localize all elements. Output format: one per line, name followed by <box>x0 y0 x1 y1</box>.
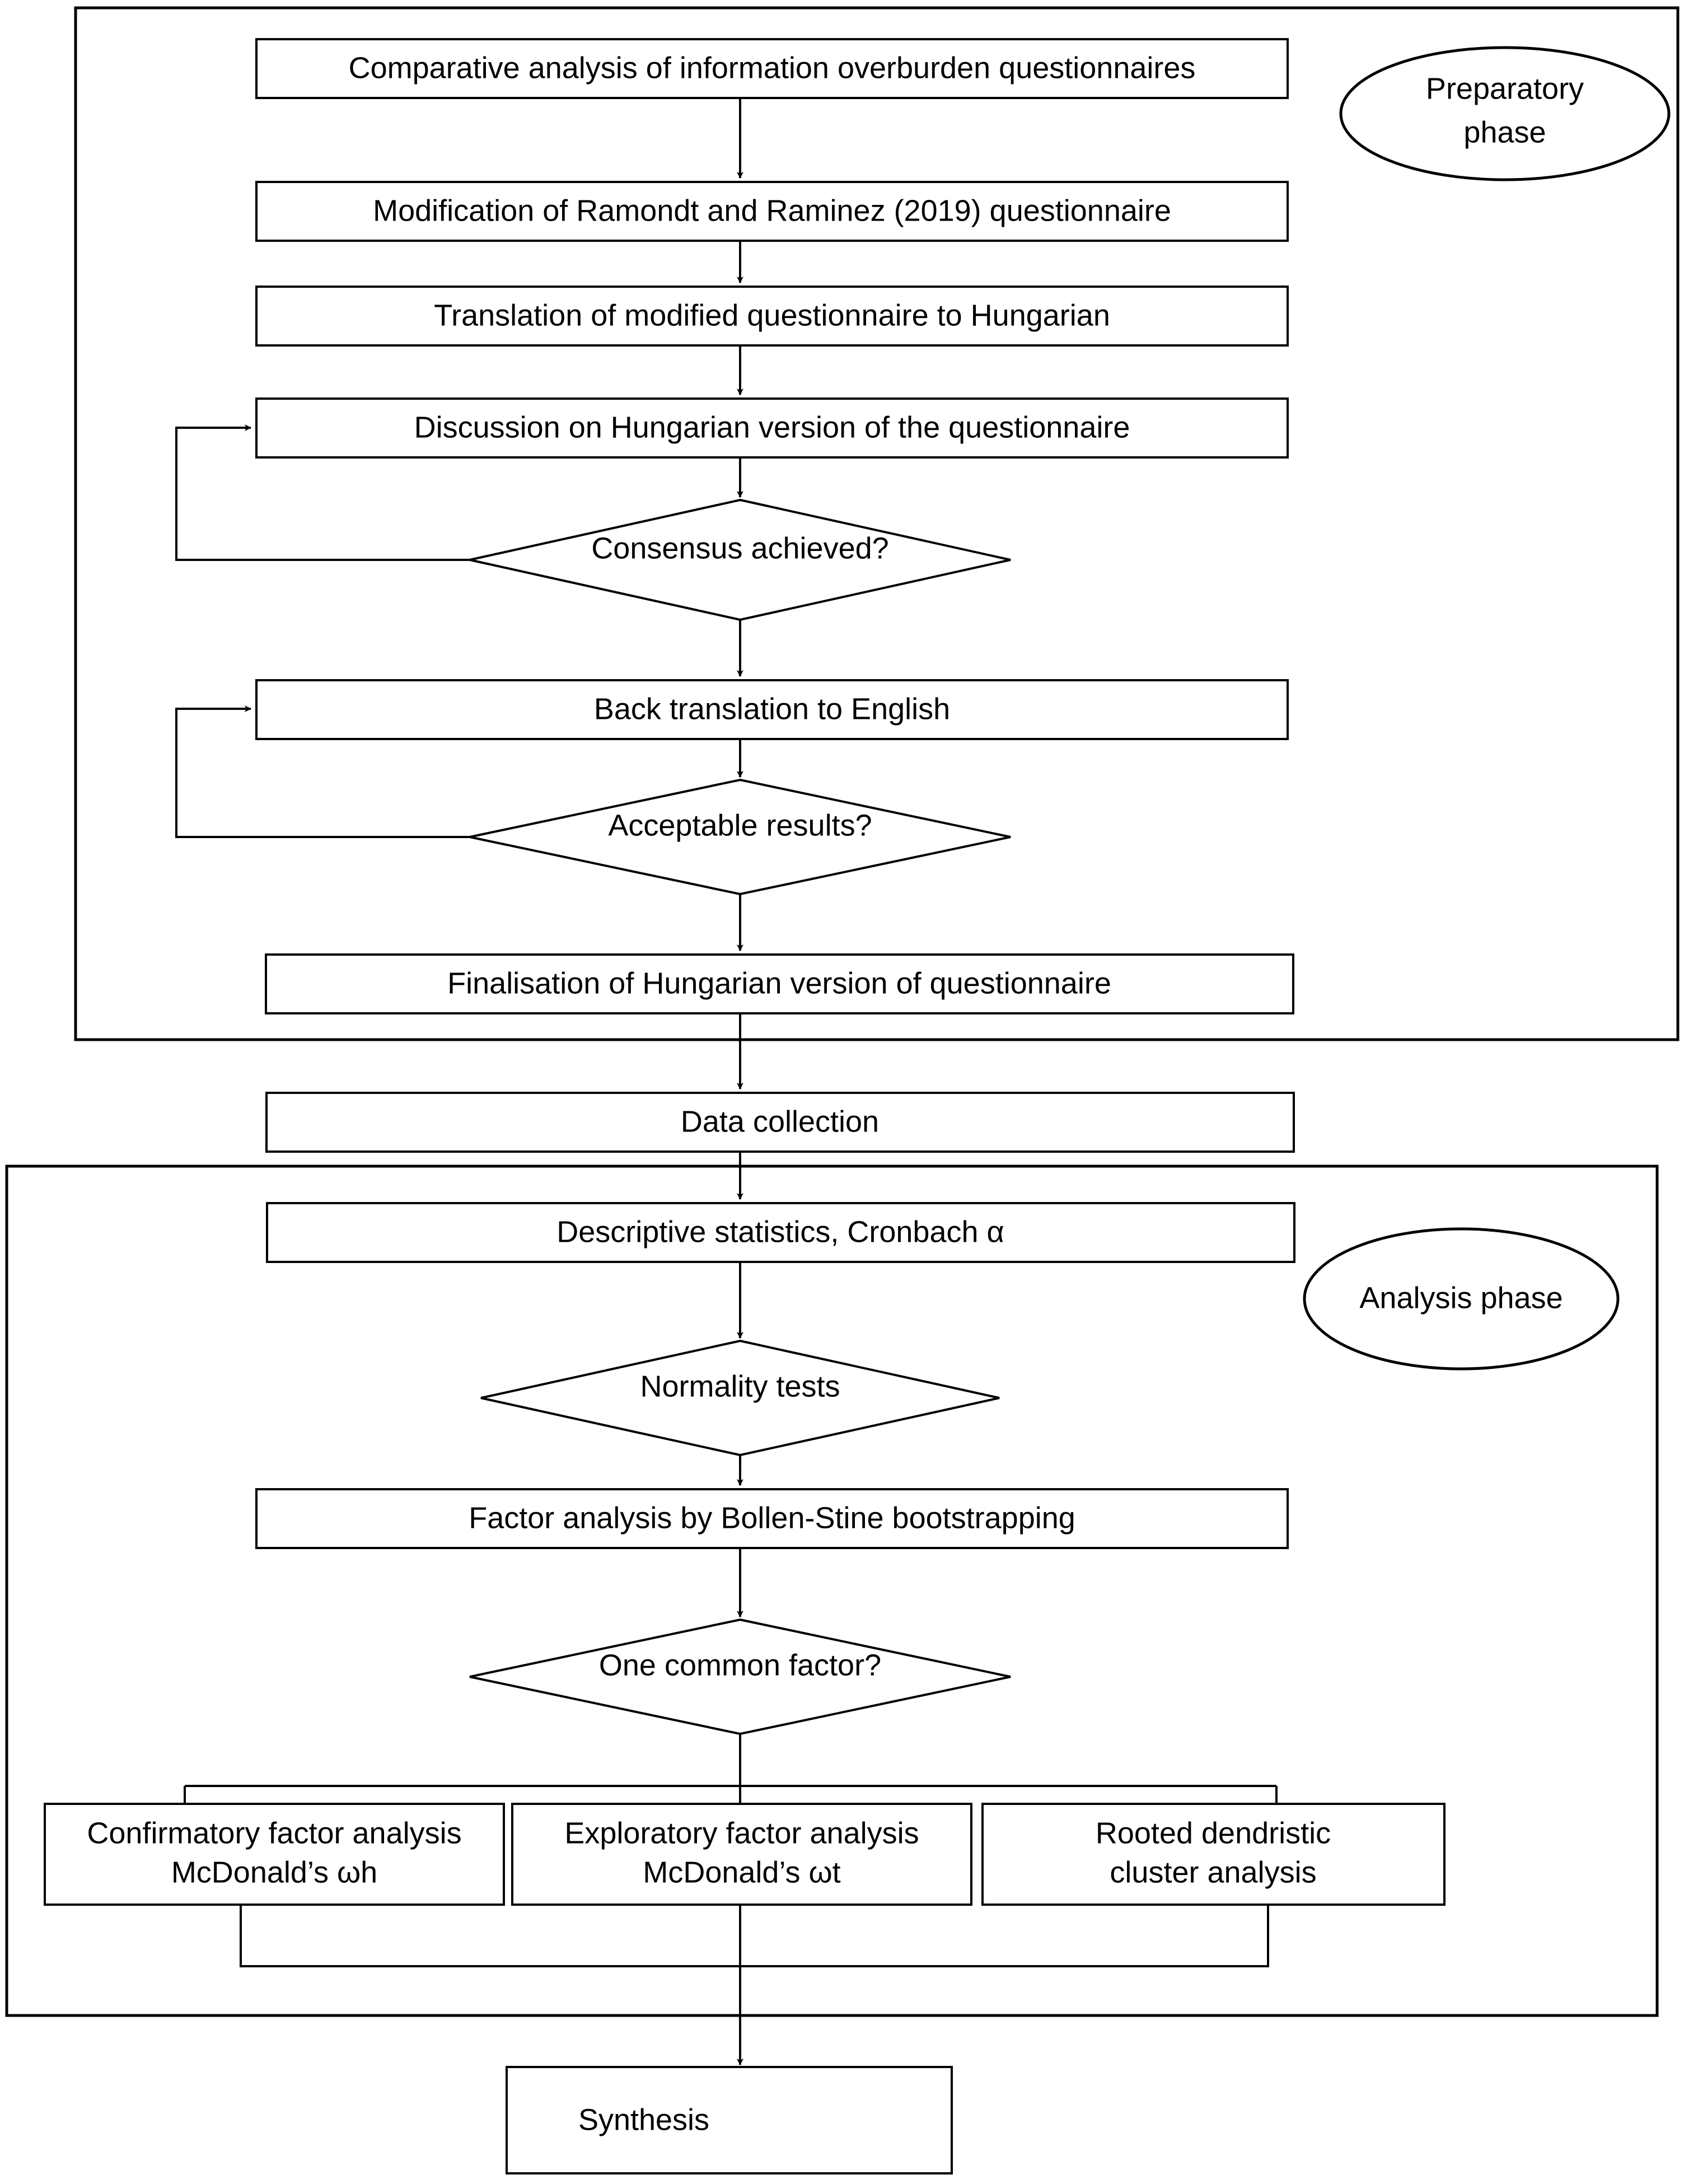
node-data-collection-label: Data collection <box>681 1105 879 1138</box>
node-discussion[interactable]: Discussion on Hungarian version of the q… <box>255 397 1289 459</box>
node-back-translation[interactable]: Back translation to English <box>255 679 1289 740</box>
node-one-common-factor-decision[interactable]: One common factor? <box>469 1618 1011 1736</box>
preparatory-phase-ellipse <box>1339 46 1671 181</box>
node-normality-decision[interactable]: Normality tests <box>480 1339 1000 1457</box>
node-exploratory-factor-analysis-label-line1: Exploratory factor analysis <box>564 1816 919 1850</box>
preparatory-phase-frame <box>74 6 1680 1041</box>
edge-merge-right <box>739 1905 1269 1967</box>
node-consensus-label: Consensus achieved? <box>591 531 888 565</box>
node-back-translation-label: Back translation to English <box>594 692 950 726</box>
node-translation-label: Translation of modified questionnaire to… <box>434 298 1110 332</box>
edge-acceptable-loopback-to-back-translation <box>175 705 470 838</box>
node-confirmatory-factor-analysis[interactable]: Confirmatory factor analysis McDonald’s … <box>44 1803 505 1906</box>
node-modification-box[interactable] <box>255 181 1289 242</box>
edge-consensus-loopback-to-discussion <box>175 424 470 561</box>
node-one-common-factor-label: One common factor? <box>599 1648 881 1682</box>
node-acceptable-decision[interactable]: Acceptable results? <box>469 778 1011 896</box>
node-descriptive-statistics[interactable]: Descriptive statistics, Cronbach α <box>266 1202 1295 1263</box>
preparatory-phase-label-line2: phase <box>1463 115 1546 149</box>
node-cluster-analysis-label-line2: cluster analysis <box>1110 1855 1316 1889</box>
node-exploratory-factor-analysis[interactable]: Exploratory factor analysis McDonald’s ω… <box>511 1803 972 1906</box>
node-acceptable-label: Acceptable results? <box>608 808 872 842</box>
node-data-collection[interactable]: Data collection <box>265 1092 1295 1153</box>
node-comparative-analysis[interactable]: Comparative analysis of information over… <box>255 38 1289 99</box>
node-factor-analysis[interactable]: Factor analysis by Bollen-Stine bootstra… <box>255 1488 1289 1549</box>
node-cluster-analysis-label-line1: Rooted dendristic <box>1096 1816 1331 1850</box>
node-translation[interactable]: Translation of modified questionnaire to… <box>255 286 1289 347</box>
preparatory-phase-label-line1: Preparatory <box>1426 72 1584 105</box>
node-modification-label: Modification of Ramondt and Raminez (201… <box>373 194 1171 227</box>
node-descriptive-statistics-label: Descriptive statistics, Cronbach α <box>556 1215 1004 1248</box>
node-confirmatory-factor-analysis-box[interactable] <box>44 1803 505 1906</box>
node-cluster-analysis-box[interactable] <box>981 1803 1446 1906</box>
node-discussion-label: Discussion on Hungarian version of the q… <box>414 410 1130 444</box>
node-consensus-decision[interactable]: Consensus achieved? <box>469 498 1011 621</box>
node-synthesis-label: Synthesis <box>578 2103 709 2136</box>
node-confirmatory-factor-analysis-label-line2: McDonald’s ωh <box>171 1855 377 1889</box>
node-exploratory-factor-analysis-box[interactable] <box>511 1803 972 1906</box>
node-factor-analysis-label: Factor analysis by Bollen-Stine bootstra… <box>469 1501 1075 1535</box>
node-factor-analysis-box[interactable] <box>255 1488 1289 1549</box>
node-data-collection-box[interactable] <box>265 1092 1295 1153</box>
node-translation-box[interactable] <box>255 286 1289 347</box>
node-finalisation-box[interactable] <box>265 953 1294 1014</box>
node-descriptive-statistics-box[interactable] <box>266 1202 1295 1263</box>
node-cluster-analysis[interactable]: Rooted dendristic cluster analysis <box>981 1803 1446 1906</box>
analysis-phase-frame <box>5 1165 1659 2017</box>
node-finalisation[interactable]: Finalisation of Hungarian version of que… <box>265 953 1294 1014</box>
node-comparative-analysis-label: Comparative analysis of information over… <box>349 51 1196 85</box>
node-finalisation-label: Finalisation of Hungarian version of que… <box>447 966 1111 1000</box>
node-discussion-box[interactable] <box>255 397 1289 459</box>
node-exploratory-factor-analysis-label-line2: McDonald’s ωt <box>643 1855 840 1889</box>
node-normality-label: Normality tests <box>640 1369 840 1403</box>
node-back-translation-box[interactable] <box>255 679 1289 740</box>
node-synthesis-box[interactable] <box>506 2066 953 2174</box>
analysis-phase-label: Analysis phase <box>1359 1281 1563 1315</box>
node-confirmatory-factor-analysis-label-line1: Confirmatory factor analysis <box>87 1816 461 1850</box>
node-modification[interactable]: Modification of Ramondt and Raminez (201… <box>255 181 1289 242</box>
node-comparative-analysis-box[interactable] <box>255 38 1289 99</box>
preparatory-phase-badge: Preparatory phase <box>1339 46 1671 181</box>
analysis-phase-badge: Analysis phase <box>1303 1227 1620 1371</box>
node-synthesis[interactable]: Synthesis <box>506 2066 953 2174</box>
edge-merge-left <box>240 1905 985 1967</box>
analysis-phase-ellipse <box>1303 1227 1620 1371</box>
